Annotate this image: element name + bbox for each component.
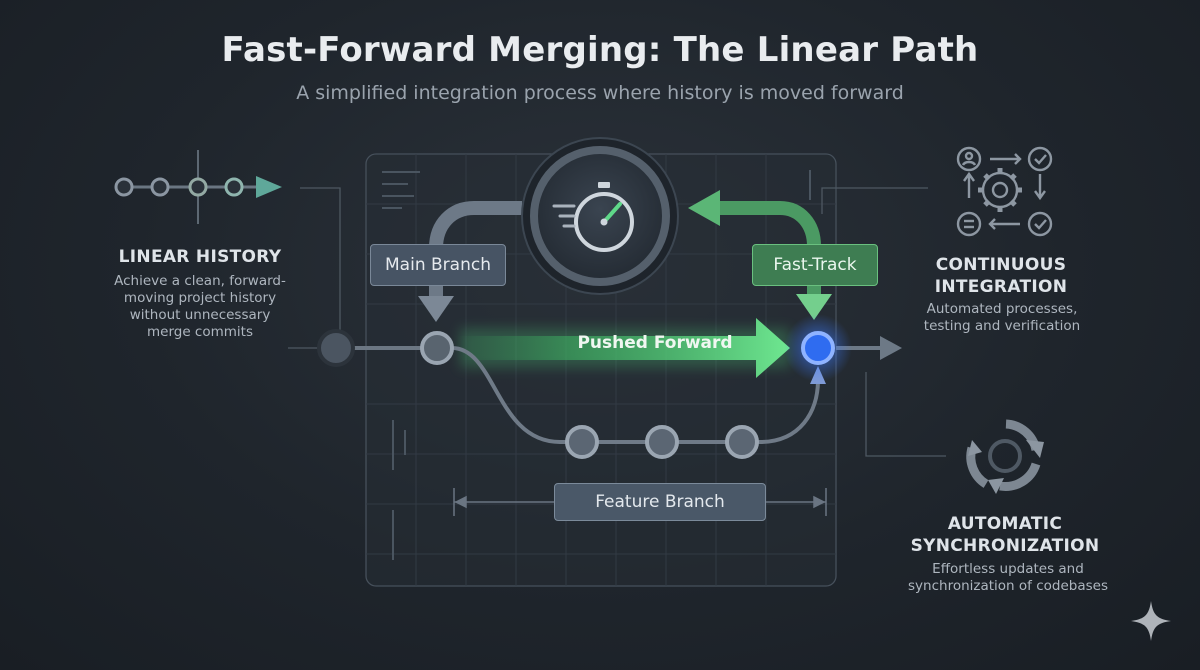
connector-lines [288, 187, 946, 457]
linear-commits-icon [114, 150, 282, 224]
automatic-synchronization-description: Effortless updates and synchronization o… [908, 561, 1108, 594]
feature-branch-span [453, 488, 827, 516]
feature-commit-node [645, 425, 679, 459]
commit-node [420, 331, 454, 365]
ci-cycle-icon [956, 146, 1053, 237]
commit-nodes [317, 314, 852, 459]
pushed-forward-arrow [456, 318, 790, 378]
main-branch-label: Main Branch [370, 244, 506, 286]
fast-track-label: Fast-Track [752, 244, 878, 286]
commit-node [317, 329, 355, 367]
feature-branch-label: Feature Branch [554, 483, 766, 521]
fast-forward-target-node [801, 331, 835, 365]
feature-commit-node [725, 425, 759, 459]
continuous-integration-description: Automated processes, testing and verific… [923, 301, 1081, 334]
sync-arrows-icon [966, 419, 1044, 494]
feature-commit-node [565, 425, 599, 459]
sparkle-icon [1131, 601, 1171, 641]
stopwatch-icon [521, 137, 679, 295]
page-title: Fast-Forward Merging: The Linear Path [221, 30, 979, 70]
linear-history-heading: LINEAR HISTORY [118, 247, 282, 267]
continuous-integration-heading: CONTINUOUS INTEGRATION [934, 255, 1068, 297]
automatic-synchronization-heading: AUTOMATIC SYNCHRONIZATION [910, 514, 1100, 556]
page-subtitle: A simplified integration process where h… [296, 82, 904, 104]
pushed-forward-label: Pushed Forward [577, 333, 733, 353]
linear-history-description: Achieve a clean, forward-moving project … [114, 273, 286, 340]
